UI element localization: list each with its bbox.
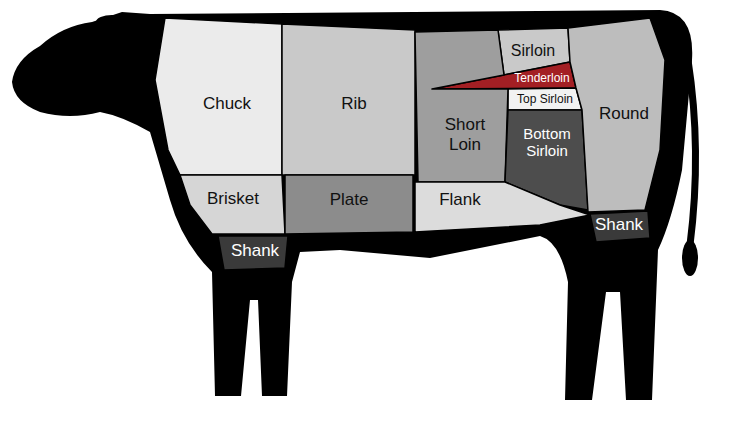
cut-region: Short Loin (415, 30, 508, 182)
cut-label: Round (586, 104, 662, 124)
cut-region: Flank (415, 182, 590, 232)
cut-label: Plate (294, 190, 404, 210)
cut-label: Top Sirloin (509, 93, 581, 107)
cut-region: Top Sirloin (508, 88, 582, 110)
cut-label: Tenderloin (507, 72, 577, 86)
cut-label: Sirloin (500, 42, 566, 60)
region-shape (415, 30, 508, 182)
cut-label: Chuck (172, 94, 282, 114)
cut-label: Brisket (183, 189, 283, 209)
cut-label: Shank (588, 215, 650, 235)
cut-label: Short Loin (430, 115, 500, 154)
cut-label: Bottom Sirloin (511, 125, 583, 160)
cut-label: Shank (222, 241, 288, 261)
cut-region: Round (568, 18, 665, 212)
cut-region: Rib (282, 24, 415, 175)
cut-region: Plate (285, 175, 413, 234)
cut-region: Shank (590, 211, 650, 242)
cut-region: Brisket (180, 175, 285, 234)
cut-label: Rib (294, 94, 414, 114)
cut-region: Shank (218, 236, 288, 270)
cut-region: Chuck (155, 18, 282, 175)
cut-label: Flank (415, 190, 505, 210)
